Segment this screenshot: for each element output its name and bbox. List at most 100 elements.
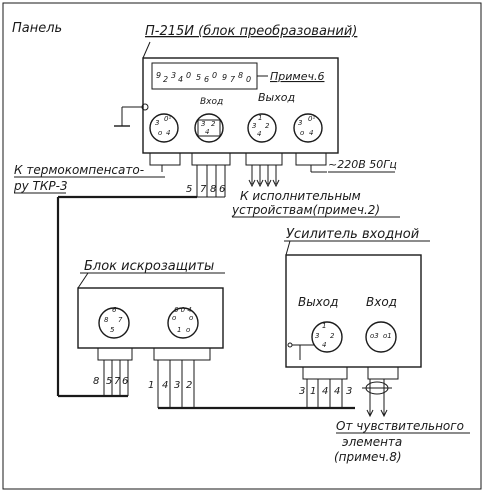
actuators-label-1: К исполнительным bbox=[240, 189, 361, 203]
conv-wire-num-1: 5 bbox=[186, 184, 192, 195]
amp-socket-2 bbox=[367, 366, 399, 380]
spark-socket-1 bbox=[97, 347, 133, 361]
amplifier-title: Усилитель входной bbox=[286, 227, 419, 242]
spark-wires bbox=[58, 360, 355, 410]
svg-text:0: 0 bbox=[212, 71, 217, 80]
amplifier-ground bbox=[287, 342, 314, 360]
svg-text:2: 2 bbox=[330, 332, 335, 340]
converter-input-wires bbox=[56, 165, 226, 396]
panel-label: Панель bbox=[12, 21, 62, 36]
svg-text:3: 3 bbox=[298, 119, 302, 127]
spark-wire-num-4: 6 bbox=[122, 376, 128, 387]
converter-note: Примеч.6 bbox=[270, 70, 324, 83]
svg-text:0²: 0² bbox=[308, 115, 315, 123]
actuators-label-2: устройствам(примеч.2) bbox=[231, 203, 380, 217]
svg-text:4: 4 bbox=[309, 129, 313, 137]
amplifier-output-label: Выход bbox=[298, 295, 338, 309]
svg-text:4: 4 bbox=[166, 129, 170, 137]
spark-title-leader bbox=[77, 272, 89, 289]
spark-connector-2: 6 0 4 o o 1 o bbox=[167, 306, 199, 339]
converter-connector-4: 3 0² o 4 bbox=[293, 113, 323, 143]
amp-wire-num-2: 1 bbox=[310, 386, 316, 397]
thermo-label-2: ру ТКР-3 bbox=[13, 179, 68, 193]
svg-text:2: 2 bbox=[163, 75, 168, 84]
svg-text:o: o bbox=[172, 314, 176, 322]
spark-socket-2 bbox=[153, 347, 211, 361]
converter-block bbox=[142, 57, 339, 154]
socket-3 bbox=[245, 152, 283, 166]
ground-symbol bbox=[114, 103, 149, 127]
svg-text:7: 7 bbox=[230, 75, 236, 84]
spark-wire-num-3: 7 bbox=[114, 376, 121, 387]
amplifier-wires bbox=[306, 379, 385, 408]
converter-title-leader bbox=[142, 41, 151, 59]
spark-wire-num-5: 1 bbox=[148, 380, 154, 391]
conv-wire-num-4: 6 bbox=[219, 184, 225, 195]
amp-wire-num-3: 4 bbox=[322, 386, 328, 397]
svg-text:0²: 0² bbox=[164, 115, 171, 123]
spark-wire-num-8: 2 bbox=[186, 380, 192, 391]
svg-text:4: 4 bbox=[205, 128, 209, 136]
conv-wire-num-3: 8 bbox=[210, 184, 216, 195]
spark-block bbox=[77, 287, 224, 349]
amplifier-title-leader bbox=[285, 240, 291, 256]
sensor-label-2: элемента bbox=[342, 435, 402, 449]
spark-block-title: Блок искрозащиты bbox=[84, 259, 214, 274]
spark-connector-1: 6 8 7 5 bbox=[98, 306, 130, 339]
svg-text:o3: o3 bbox=[370, 332, 379, 340]
svg-text:0: 0 bbox=[186, 71, 191, 80]
svg-text:1: 1 bbox=[258, 114, 262, 122]
svg-text:0: 0 bbox=[246, 75, 251, 84]
svg-text:o: o bbox=[189, 314, 193, 322]
svg-text:8: 8 bbox=[104, 316, 109, 324]
converter-output-label: Выход bbox=[258, 91, 295, 104]
svg-text:6: 6 bbox=[112, 306, 117, 314]
amp-socket-1 bbox=[302, 366, 348, 380]
amp-wire-num-5: 3 bbox=[346, 386, 352, 397]
svg-text:4: 4 bbox=[322, 341, 326, 349]
sensor-label-1: От чувствительного bbox=[336, 419, 464, 433]
svg-text:7: 7 bbox=[118, 316, 123, 324]
svg-text:4: 4 bbox=[178, 75, 183, 84]
svg-text:3: 3 bbox=[201, 120, 205, 128]
socket-1 bbox=[149, 152, 181, 166]
sensor-label-3: (примеч.8) bbox=[334, 450, 402, 464]
terminal-strip-numbers: 9 2 3 4 0 5 6 0 9 7 8 0 bbox=[156, 71, 251, 84]
svg-text:5: 5 bbox=[196, 73, 201, 82]
svg-text:9: 9 bbox=[222, 73, 227, 82]
svg-text:4: 4 bbox=[257, 130, 261, 138]
socket-4 bbox=[295, 152, 327, 166]
amplifier-connector-out: 1 3 2 4 bbox=[311, 321, 343, 353]
converter-connector-3: 1 3 2 4 bbox=[247, 113, 277, 143]
amplifier-block bbox=[285, 254, 422, 368]
spark-wire-num-2: 5 bbox=[106, 376, 112, 387]
converter-title: П-215И (блок преобразований) bbox=[145, 24, 357, 39]
socket-2 bbox=[191, 152, 231, 166]
actuator-wires bbox=[248, 165, 280, 188]
svg-text:3: 3 bbox=[155, 119, 159, 127]
converter-connector-1: 3 0² o 4 bbox=[149, 113, 179, 143]
svg-text:o1: o1 bbox=[383, 332, 392, 340]
spark-wire-num-1: 8 bbox=[93, 376, 99, 387]
amp-wire-num-1: 3 bbox=[299, 386, 305, 397]
svg-text:1: 1 bbox=[177, 326, 181, 334]
svg-text:o: o bbox=[186, 326, 190, 334]
svg-text:8: 8 bbox=[238, 71, 243, 80]
spark-wire-num-7: 3 bbox=[174, 380, 180, 391]
amplifier-input-label: Вход bbox=[366, 295, 397, 309]
amp-wire-num-4: 4 bbox=[334, 386, 340, 397]
sensor-cable bbox=[362, 381, 392, 418]
converter-connector-2: 3 2 4 bbox=[194, 113, 224, 143]
svg-text:5: 5 bbox=[110, 326, 115, 334]
svg-text:3: 3 bbox=[315, 332, 319, 340]
power-label: ~220В 50Гц bbox=[328, 158, 397, 171]
svg-text:o: o bbox=[158, 129, 162, 137]
svg-text:6 0 4: 6 0 4 bbox=[174, 306, 192, 314]
svg-text:2: 2 bbox=[211, 120, 216, 128]
converter-input-label: Вход bbox=[200, 97, 223, 107]
svg-text:9: 9 bbox=[156, 71, 161, 80]
svg-text:o: o bbox=[300, 129, 304, 137]
amplifier-connector-in: o3 o1 bbox=[365, 321, 397, 353]
